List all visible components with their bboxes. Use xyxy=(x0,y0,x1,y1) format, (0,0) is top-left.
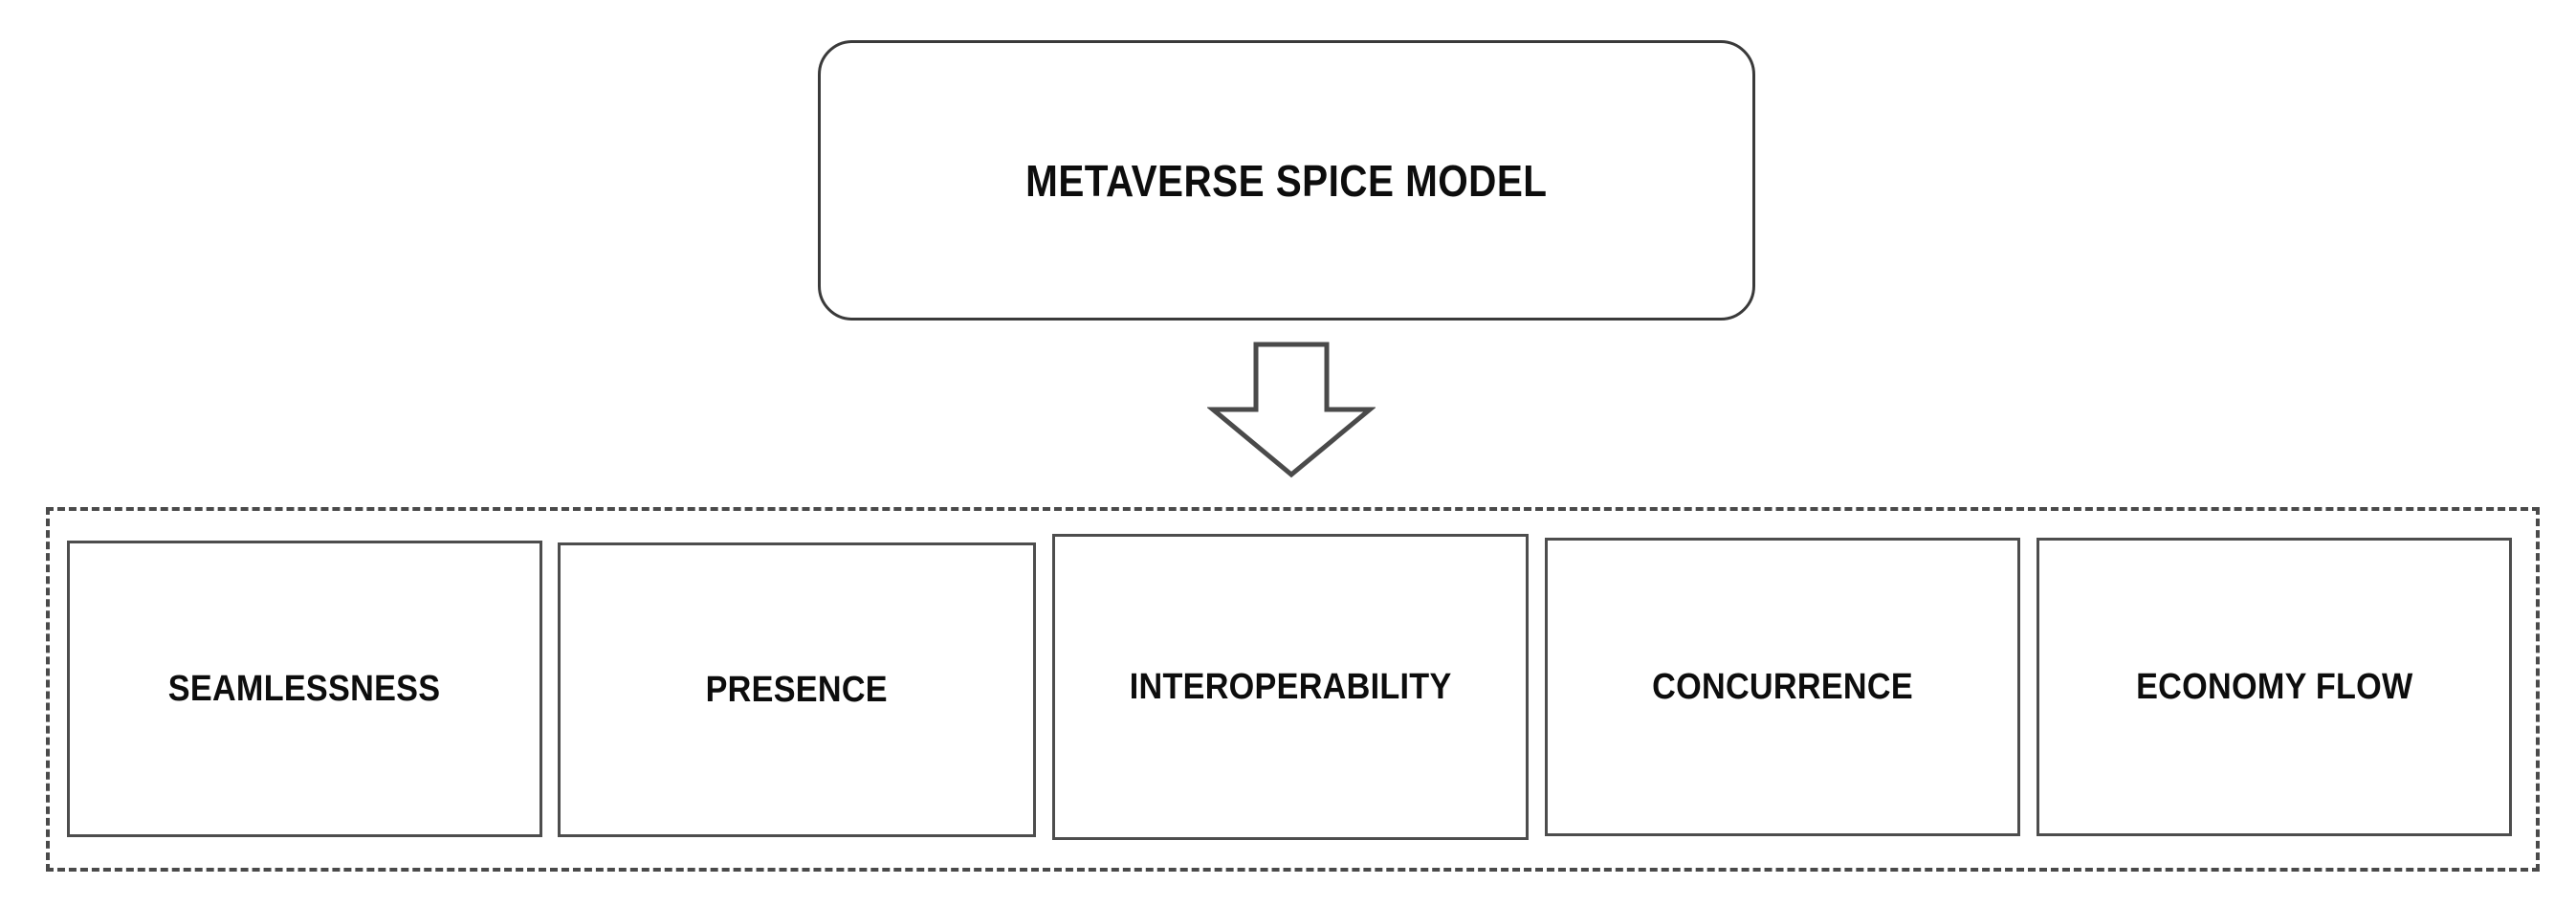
component-box-concurrence[interactable]: CONCURRENCE xyxy=(1545,538,2020,836)
component-box-economy-flow[interactable]: ECONOMY FLOW xyxy=(2037,538,2512,836)
component-label: ECONOMY FLOW xyxy=(2135,666,2413,707)
down-arrow-icon xyxy=(1207,341,1376,480)
root-node-metaverse-spice-model[interactable]: METAVERSE SPICE MODEL xyxy=(818,40,1755,321)
component-box-presence[interactable]: PRESENCE xyxy=(558,542,1036,837)
component-label: CONCURRENCE xyxy=(1652,666,1913,707)
component-label: INTEROPERABILITY xyxy=(1129,666,1452,707)
components-group-container xyxy=(46,507,2540,872)
root-node-label: METAVERSE SPICE MODEL xyxy=(1025,155,1548,206)
component-label: SEAMLESSNESS xyxy=(168,668,441,709)
component-box-seamlessness[interactable]: SEAMLESSNESS xyxy=(67,541,542,837)
component-box-interoperability[interactable]: INTEROPERABILITY xyxy=(1052,534,1529,840)
component-label: PRESENCE xyxy=(705,669,889,710)
